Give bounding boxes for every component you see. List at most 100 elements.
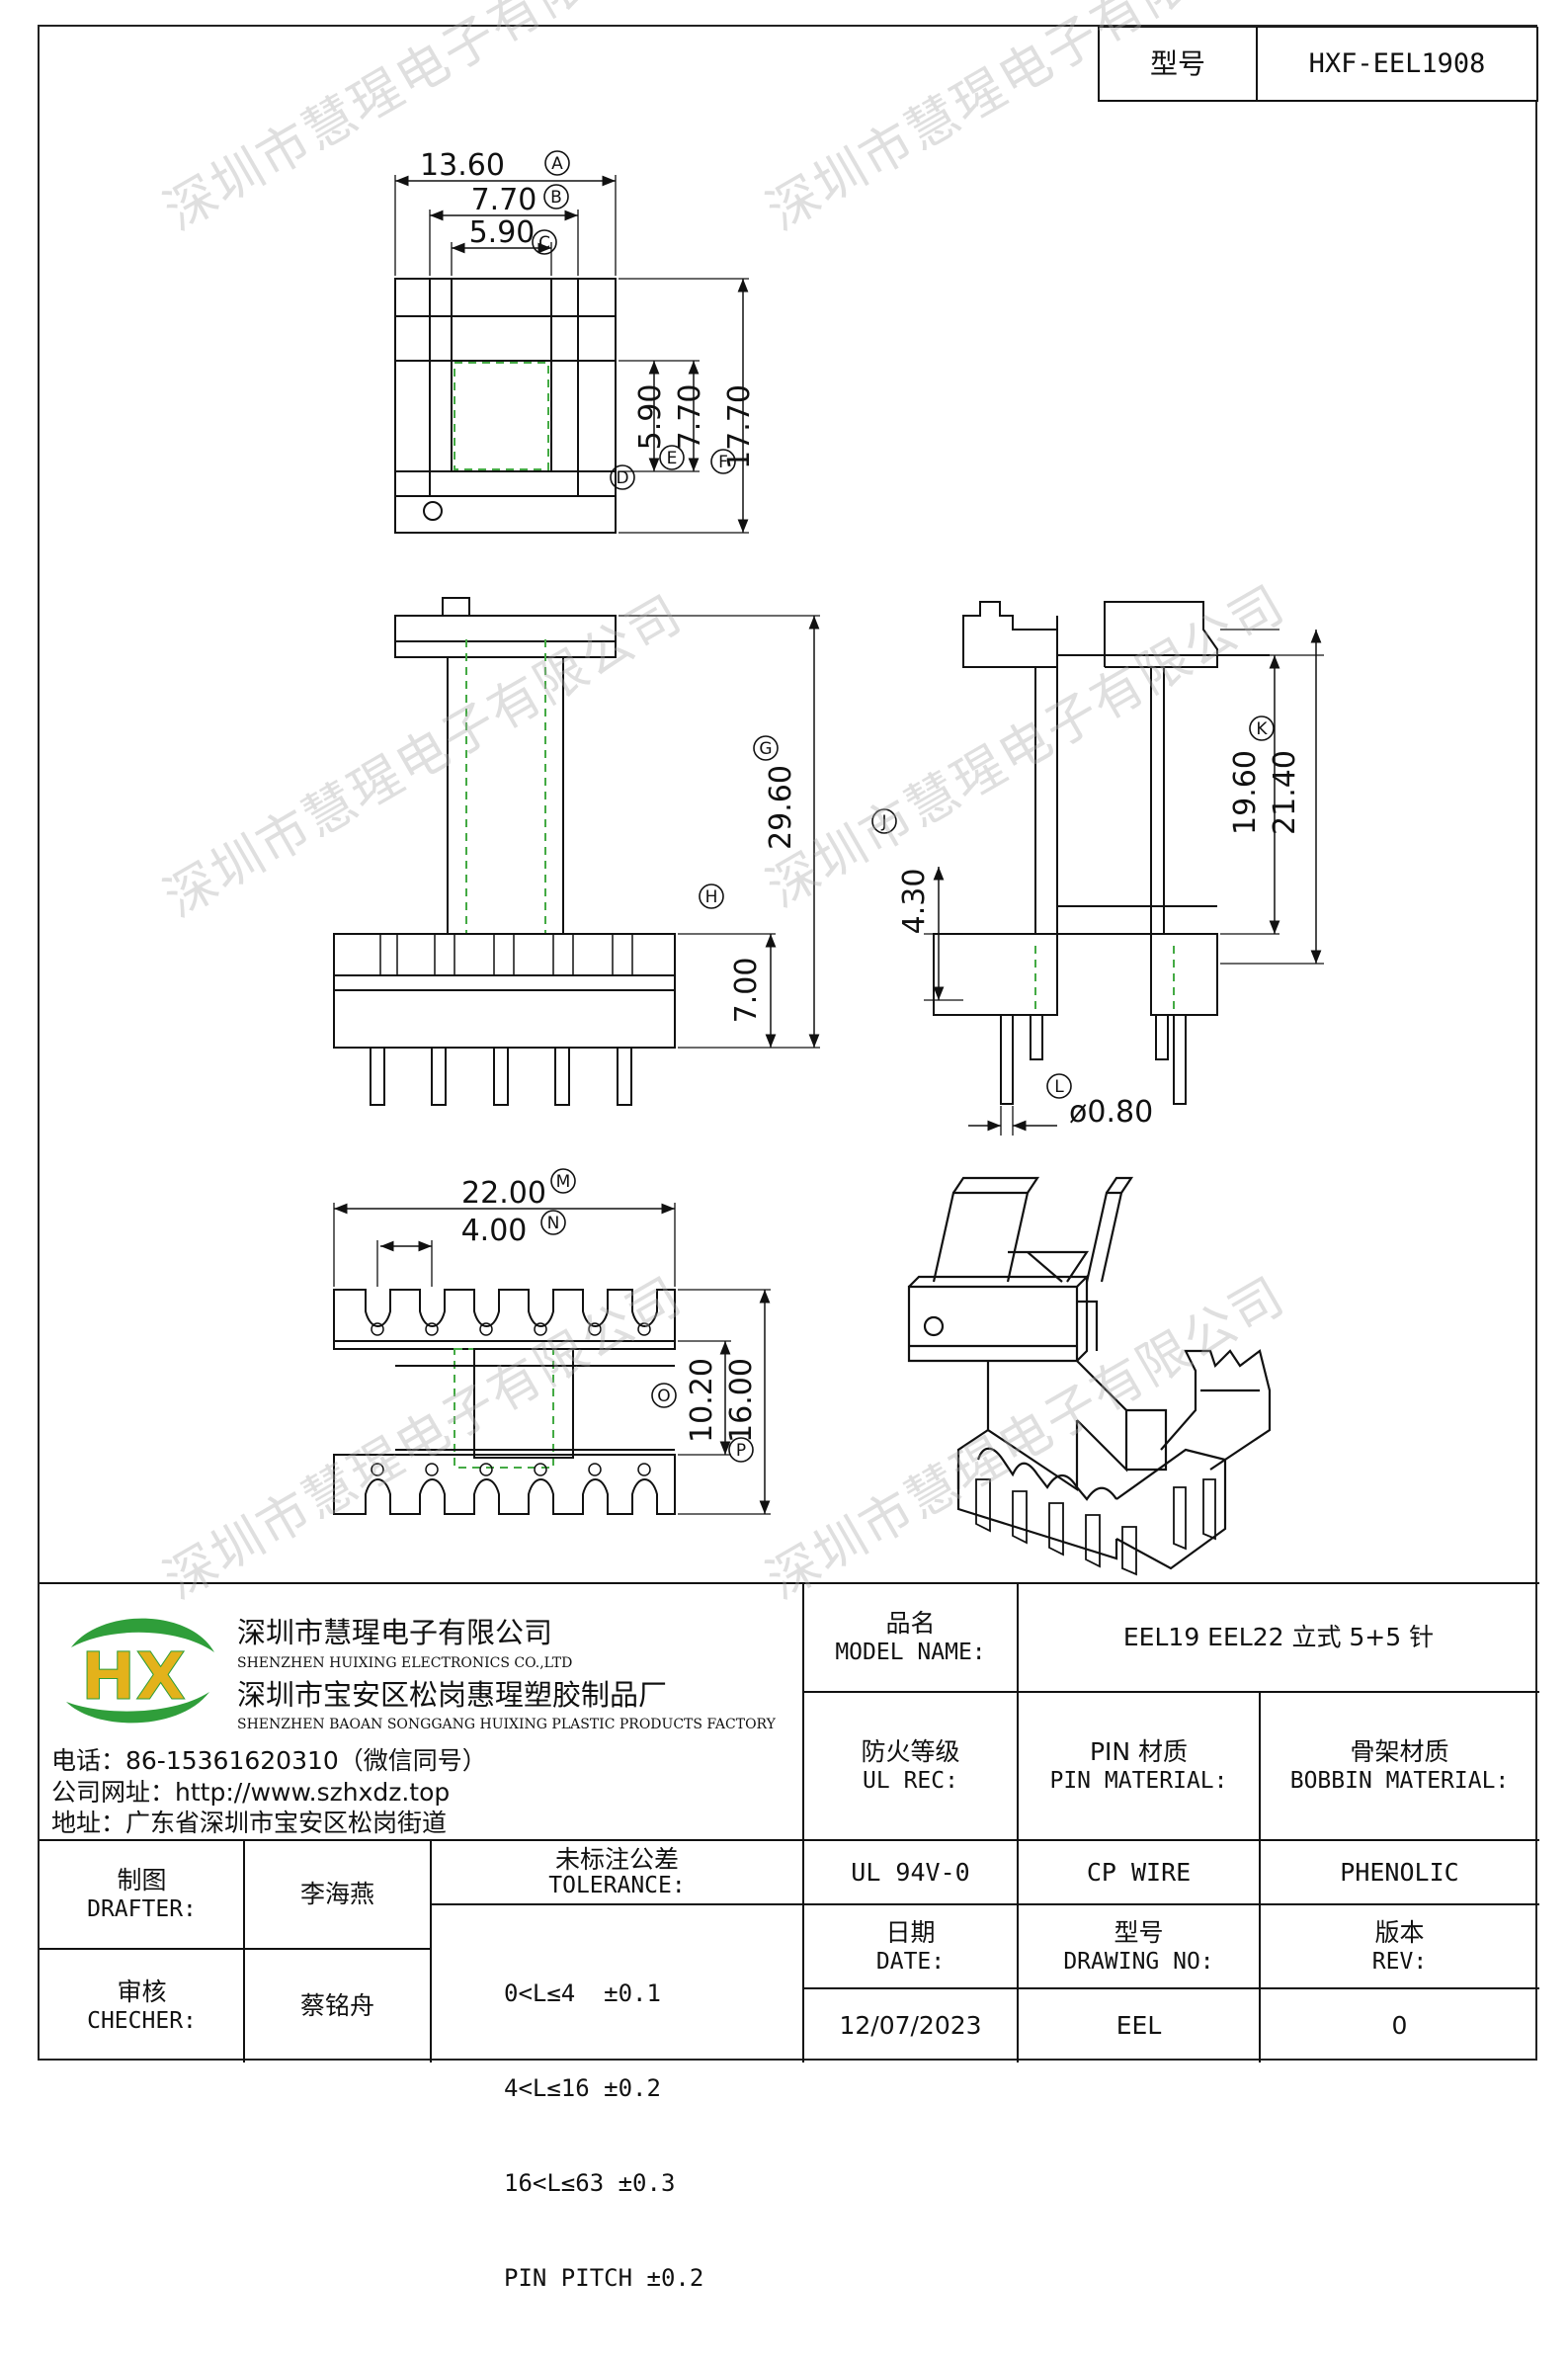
- svg-text:F: F: [718, 453, 728, 472]
- tolerance-line: 4<L≤16 ±0.2: [504, 2074, 661, 2102]
- marker-a: A: [544, 150, 570, 176]
- technical-drawing: 13.60 7.70 5.90 5.90 7.70 17.70 29.60 7.…: [40, 27, 1539, 2062]
- marker-o: O: [651, 1383, 677, 1408]
- checker-en: CHECHER:: [87, 2007, 197, 2034]
- front-view: [333, 597, 820, 1106]
- marker-b: B: [543, 184, 569, 210]
- marker-m: M: [550, 1168, 576, 1194]
- dim-width-a: 13.60: [420, 148, 505, 183]
- drawing-no-cn: 型号: [1114, 1917, 1164, 1947]
- bobbin-material-label: 骨架材质 BOBBIN MATERIAL:: [1260, 1692, 1539, 1840]
- svg-text:D: D: [616, 468, 628, 488]
- factory-name-cn: 深圳市宝安区松岗惠瑆塑胶制品厂: [237, 1678, 668, 1712]
- dim-pitch-n: 4.00: [461, 1214, 528, 1248]
- svg-text:M: M: [556, 1172, 571, 1192]
- checker-cn: 审核: [117, 1977, 167, 2006]
- svg-text:N: N: [547, 1214, 560, 1233]
- marker-g: G: [753, 735, 779, 761]
- svg-text:C: C: [538, 233, 550, 253]
- drawing-sheet: 13.60 7.70 5.90 5.90 7.70 17.70 29.60 7.…: [38, 0, 1539, 2292]
- dim-height-i: 19.60: [1228, 750, 1263, 835]
- pin-material-en: PIN MATERIAL:: [1049, 1768, 1228, 1795]
- dim-height-f: 17.70: [722, 384, 757, 469]
- side-view: [924, 601, 1324, 1136]
- pin-material-cn: PIN 材质: [1089, 1737, 1189, 1766]
- marker-p: P: [728, 1437, 754, 1463]
- model-no-value: HXF-EEL1908: [1308, 47, 1486, 79]
- company-website: 公司网址：http://www.szhxdz.top: [51, 1778, 451, 1807]
- date-cn: 日期: [885, 1917, 936, 1947]
- marker-l: L: [1046, 1073, 1072, 1099]
- marker-k: K: [1249, 716, 1275, 741]
- isometric-view: [907, 1176, 1272, 1576]
- model-name-label: 品名 MODEL NAME:: [803, 1583, 1018, 1692]
- drawing-no-en: DRAWING NO:: [1063, 1948, 1214, 1975]
- model-no-label: 型号: [1149, 47, 1205, 80]
- marker-h: H: [699, 884, 724, 909]
- svg-text:A: A: [551, 154, 563, 174]
- dim-base-h: 7.00: [729, 958, 764, 1024]
- drafter-label: 制图 DRAFTER:: [40, 1840, 244, 1949]
- marker-i: J: [871, 808, 897, 834]
- dim-width-m: 22.00: [461, 1176, 546, 1211]
- tolerance-line: PIN PITCH ±0.2: [504, 2264, 704, 2292]
- svg-text:B: B: [550, 188, 562, 208]
- tolerance-cn: 未标注公差: [554, 1845, 679, 1875]
- marker-e: E: [659, 445, 685, 470]
- dim-width-c: 5.90: [469, 215, 536, 250]
- bobbin-material-en: BOBBIN MATERIAL:: [1289, 1768, 1510, 1795]
- tolerance-en: TOLERANCE:: [548, 1872, 686, 1898]
- svg-text:L: L: [1054, 1077, 1064, 1097]
- ul-rec-en: UL REC:: [863, 1768, 958, 1795]
- rev-en: REV:: [1371, 1948, 1428, 1975]
- company-name-en: SHENZHEN HUIXING ELECTRONICS CO.,LTD: [237, 1655, 573, 1671]
- dim-height-e: 7.70: [673, 384, 707, 451]
- pin-material-value: CP WIRE: [1086, 1857, 1192, 1887]
- svg-text:K: K: [1256, 719, 1268, 739]
- svg-text:H: H: [705, 887, 718, 907]
- date-value: 12/07/2023: [839, 2010, 982, 2040]
- factory-name-en: SHENZHEN BAOAN SONGGANG HUIXING PLASTIC …: [237, 1717, 776, 1732]
- checker-label: 审核 CHECHER:: [40, 1949, 244, 2062]
- title-block-grid: [40, 1582, 1539, 2062]
- drafter-value: 李海燕: [299, 1880, 374, 1909]
- tolerance-list: 0<L≤4 ±0.1 4<L≤16 ±0.2 16<L≤63 ±0.3 PIN …: [504, 1914, 800, 2357]
- drafter-en: DRAFTER:: [87, 1896, 197, 1923]
- marker-f: F: [710, 449, 736, 474]
- dim-height-k: 21.40: [1268, 750, 1302, 835]
- marker-d: D: [610, 464, 635, 490]
- svg-text:J: J: [880, 812, 886, 832]
- tolerance-line: 0<L≤4 ±0.1: [504, 1979, 661, 2007]
- company-address: 地址：广东省深圳市宝安区松岗街道: [51, 1809, 448, 1837]
- dim-height-p: 16.00: [724, 1358, 759, 1443]
- drafter-cn: 制图: [117, 1866, 167, 1894]
- tolerance-line: 16<L≤63 ±0.3: [504, 2169, 676, 2197]
- checker-value: 蔡铭舟: [299, 1990, 374, 2020]
- company-phone: 电话：86-15361620310（微信同号）: [51, 1746, 487, 1775]
- svg-text:G: G: [759, 739, 772, 759]
- rev-label: 版本 REV:: [1260, 1904, 1539, 1988]
- drawing-no-label: 型号 DRAWING NO:: [1018, 1904, 1260, 1988]
- company-name-cn: 深圳市慧瑆电子有限公司: [237, 1616, 553, 1649]
- date-en: DATE:: [875, 1948, 946, 1975]
- pin-material-label: PIN 材质 PIN MATERIAL:: [1018, 1692, 1260, 1840]
- svg-text:P: P: [736, 1441, 746, 1461]
- hx-logo-icon: HX: [66, 1618, 214, 1724]
- tolerance-label: 未标注公差 TOLERANCE:: [431, 1840, 803, 1904]
- marker-c: C: [532, 229, 557, 255]
- drawing-no-value: EEL: [1115, 2010, 1162, 2040]
- model-name-value: EEL19 EEL22 立式 5+5 针: [1122, 1623, 1435, 1652]
- rev-value: 0: [1391, 2010, 1408, 2040]
- ul-rec-label: 防火等级 UL REC:: [803, 1692, 1018, 1840]
- svg-text:HX: HX: [81, 1639, 186, 1715]
- date-label: 日期 DATE:: [803, 1904, 1018, 1988]
- bottom-view: [333, 1203, 771, 1515]
- marker-n: N: [540, 1210, 566, 1235]
- model-no-box: [1098, 27, 1538, 102]
- dim-pin-dia: ø0.80: [1069, 1095, 1153, 1130]
- bobbin-material-value: PHENOLIC: [1340, 1857, 1459, 1887]
- dim-width-b: 7.70: [471, 183, 537, 217]
- dim-height-d: 5.90: [633, 384, 668, 451]
- svg-text:O: O: [657, 1387, 670, 1406]
- ul-rec-value: UL 94V-0: [851, 1857, 970, 1887]
